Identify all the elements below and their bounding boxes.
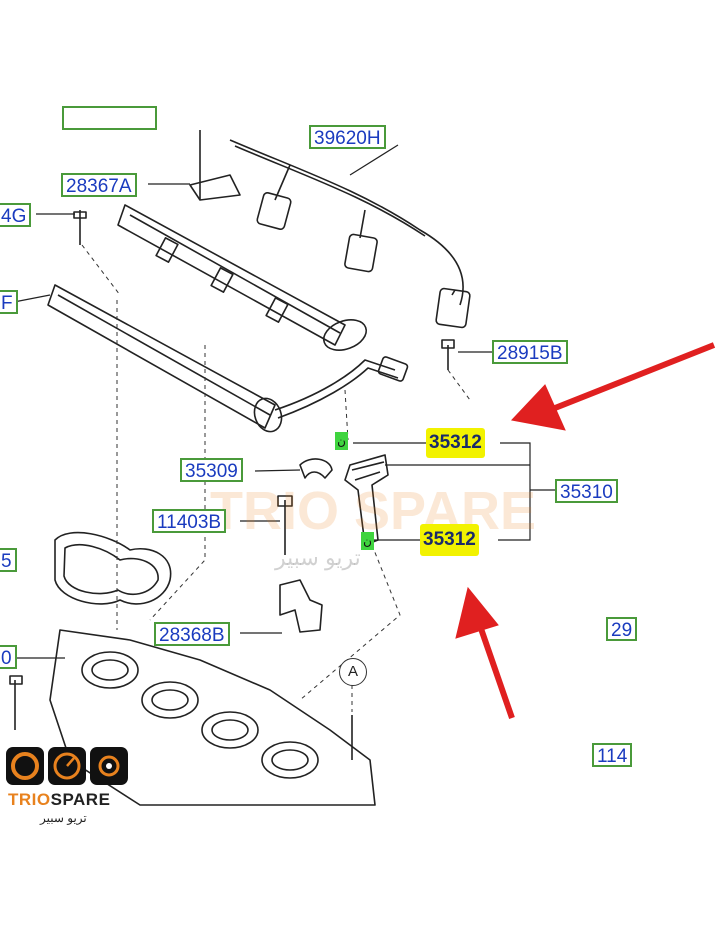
red-arrow-lower (475, 619, 515, 719)
fuel-line (274, 359, 396, 411)
part-label-4G: 4G (0, 203, 32, 227)
part-label-35312-upper: 35312 (426, 428, 485, 458)
part-label-35310: 35310 (555, 479, 618, 503)
part-label-28915B: 28915B (492, 340, 568, 364)
watermark-arabic: تريو سبير (275, 545, 361, 570)
highlight-arrows (455, 342, 716, 719)
part-label-28368B: 28368B (154, 622, 230, 646)
part-label-39620H: 39620H (309, 125, 386, 149)
brand-logo: TRIOSPARE تريو سبير (4, 745, 134, 835)
brand-spare: SPARE (50, 790, 111, 809)
callout-marker-a: A (339, 658, 367, 686)
part-label-28367A: 28367A (61, 173, 137, 197)
brand-arabic: تريو سبير (40, 811, 87, 825)
watermark-text: TRIO SPARE (210, 481, 537, 541)
brand-trio: TRIO (8, 790, 51, 809)
part-label-114: 114 (592, 743, 633, 767)
part-label-top-partial (62, 106, 157, 130)
lower-fuel-rail (47, 284, 276, 429)
part-label-35312-lower: 35312 (420, 524, 479, 556)
wiring-harness (229, 139, 464, 306)
part-label-29: 29 (606, 617, 638, 641)
intake-manifold (49, 629, 376, 806)
upper-fuel-rail (117, 204, 346, 346)
part-label-F: F (0, 290, 18, 314)
red-arrow-upper (548, 342, 716, 413)
part-label-5: 5 (0, 548, 17, 572)
injector-tag-upper: ن (335, 432, 348, 450)
manifold-gasket (54, 531, 172, 605)
part-label-11403B: 11403B (152, 509, 227, 533)
part-label-0: 0 (0, 645, 17, 669)
injector-tag-lower: ن (361, 532, 374, 550)
part-label-35309: 35309 (180, 458, 243, 482)
